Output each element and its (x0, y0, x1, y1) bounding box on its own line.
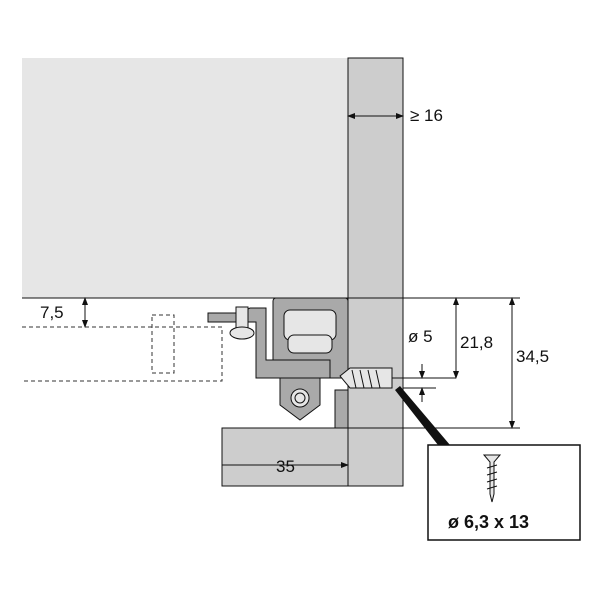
label-hole-diameter: ø 5 (408, 327, 433, 346)
label-screw-spec: ø 6,3 x 13 (448, 512, 529, 532)
screw-inset-box (427, 444, 581, 541)
dashed-outline (22, 314, 223, 382)
label-offset-top: 7,5 (40, 303, 64, 322)
label-height-to-hole: 21,8 (460, 333, 493, 352)
runner-hardware (207, 297, 456, 429)
cabinet-side (347, 57, 404, 487)
drawer-panel (22, 58, 348, 298)
label-bottom-width: 35 (276, 457, 295, 476)
label-side-thickness: ≥ 16 (410, 106, 443, 125)
callout-pointer (395, 386, 450, 445)
bottom-panel (221, 427, 349, 487)
screw-icon (482, 454, 502, 503)
dimension-lines (82, 113, 520, 429)
label-height-total: 34,5 (516, 347, 549, 366)
